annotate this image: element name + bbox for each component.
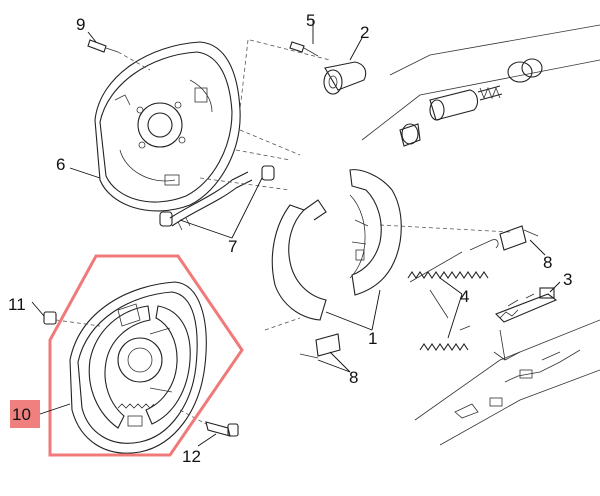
wheel-cylinder-2 [239, 39, 367, 111]
leader-11 [31, 301, 45, 317]
leader-8a [529, 239, 546, 256]
leader-2 [349, 37, 363, 61]
callout-8-top: 8 [543, 253, 552, 272]
leader-7 [179, 177, 263, 239]
callout-6: 6 [56, 155, 65, 174]
springs-4 [407, 239, 499, 351]
nut-11 [43, 311, 101, 327]
label-10-background [10, 400, 40, 428]
leader-9 [87, 31, 97, 43]
cylinder-exploded-detail [361, 24, 600, 147]
callout-1: 1 [368, 329, 377, 348]
highlight-outline [48, 254, 244, 457]
callout-10: 10 [12, 405, 31, 424]
leader-8b [317, 351, 351, 373]
dash-line [239, 129, 301, 156]
leader-4 [439, 277, 463, 339]
brake-shoes-1 [271, 169, 402, 321]
callout-5: 5 [306, 11, 315, 30]
callout-8-bottom: 8 [349, 368, 358, 387]
callout-2: 2 [360, 23, 369, 42]
parking-brake-detail [414, 319, 600, 446]
leader-6 [69, 167, 101, 179]
backing-plate-6 [94, 41, 241, 212]
callout-11: 11 [8, 295, 26, 314]
clip-8-top [499, 225, 539, 251]
clip-8-bottom [299, 333, 341, 359]
callout-9: 9 [76, 15, 85, 34]
callout-4: 4 [460, 287, 469, 306]
adjuster-3 [495, 287, 558, 323]
leader-3 [549, 281, 561, 293]
leader-10 [39, 403, 71, 415]
callout-12: 12 [182, 447, 201, 466]
leader-1 [325, 289, 381, 331]
bolt-12 [179, 409, 239, 437]
brake-assembly-10 [69, 281, 207, 454]
bolt-9 [87, 39, 151, 71]
brake-hose-7 [159, 165, 275, 231]
callout-3: 3 [563, 270, 572, 289]
leader-12 [197, 433, 217, 447]
callout-7: 7 [228, 237, 237, 256]
